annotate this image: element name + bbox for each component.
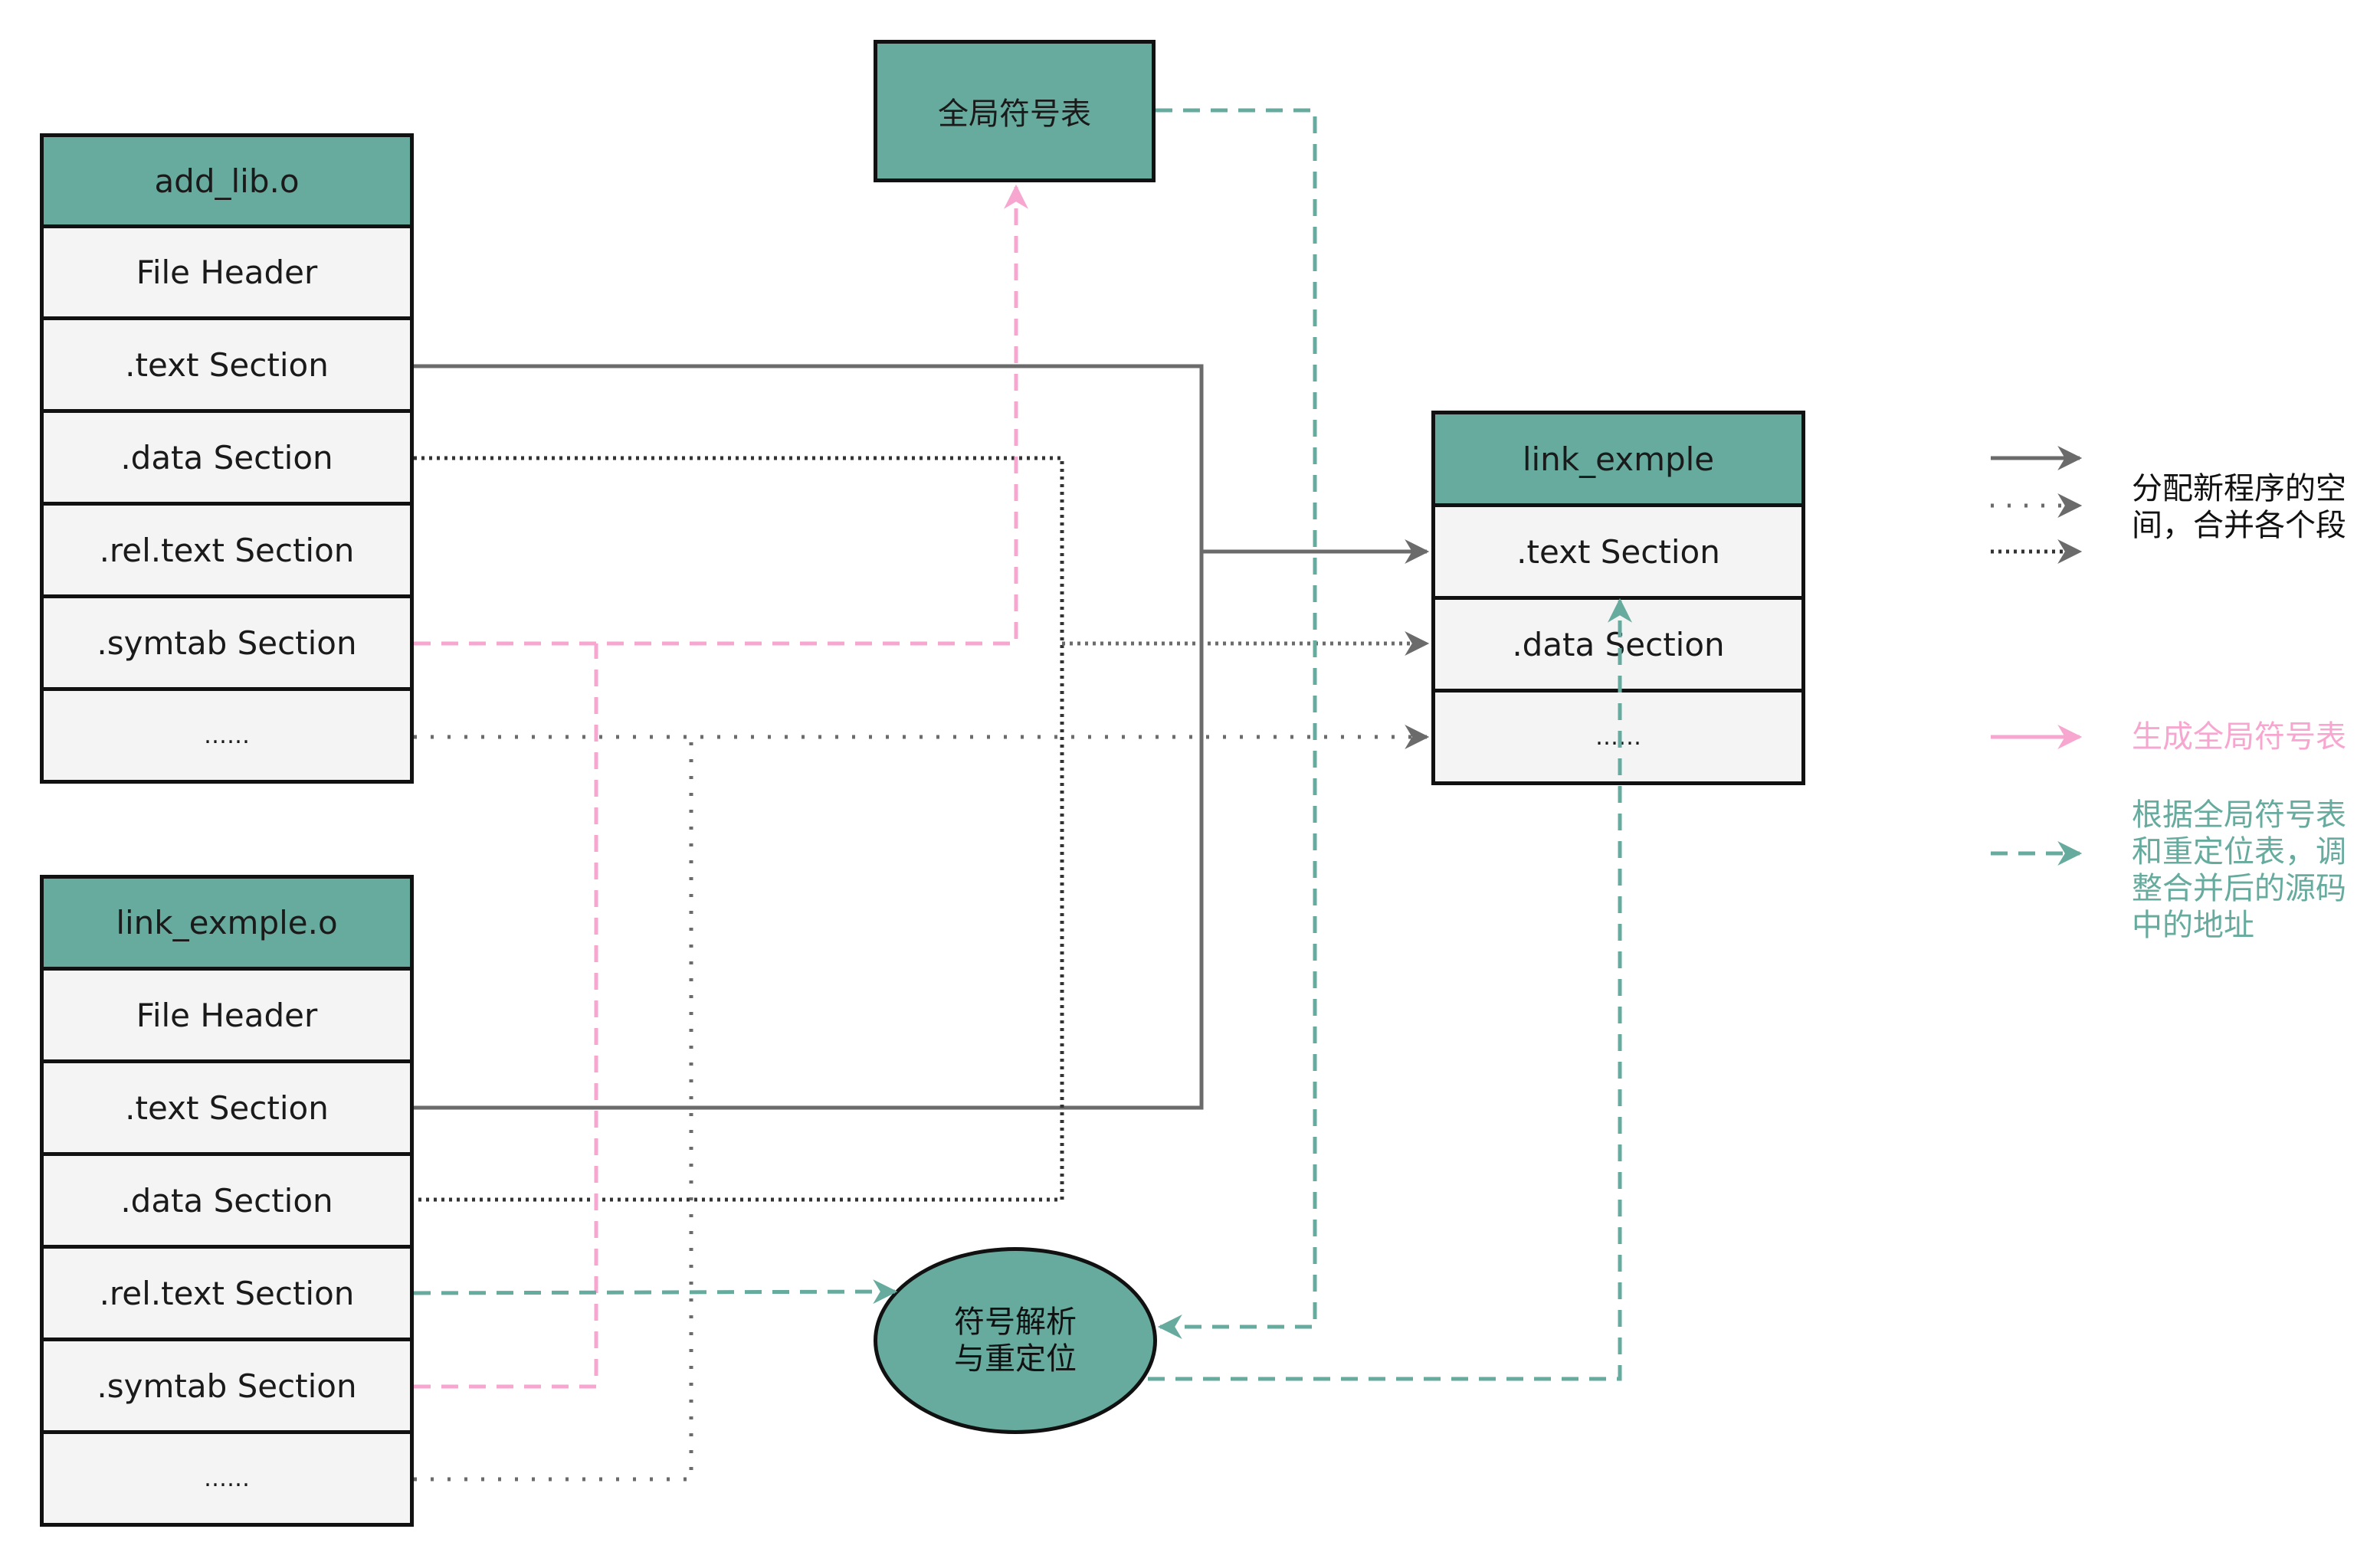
add-lib-file-header: File Header [40,224,414,320]
add-lib-data-section: .data Section [40,409,414,506]
add-lib-symtab-section: .symtab Section [40,594,414,691]
legend-relocate-line-1: 根据全局符号表 [2132,797,2346,833]
legend-merge-text: 分配新程序的空 间，合并各个段 [2132,470,2346,544]
link-exmple-o-more-sections: …… [40,1430,414,1527]
symtab-to-global-arrow [414,184,1028,646]
resolver-line-2: 与重定位 [954,1341,1077,1377]
legend-merge-line-2: 间，合并各个段 [2132,508,2346,543]
symbol-resolution-relocation-node: 符号解析 与重定位 [874,1247,1157,1434]
link-exmple-o-text-section: .text Section [40,1059,414,1156]
other-merge-line [414,737,693,1482]
link-exmple-header: link_exmple [1431,411,1805,507]
add-lib-o-header: add_lib.o [40,133,414,228]
link-exmple-data-section: .data Section [1431,596,1805,693]
add-lib-more-sections: …… [40,687,414,784]
legend-relocate-line-4: 中的地址 [2132,908,2254,943]
global-symbol-table: 全局符号表 [874,40,1156,182]
data-merge-line [414,456,1064,1202]
legend-relocate-text: 根据全局符号表 和重定位表，调 整合并后的源码 中的地址 [2132,797,2346,944]
link-exmple-o-header: link_exmple.o [40,875,414,971]
add-lib-text-section: .text Section [40,316,414,413]
resolver-line-1: 符号解析 [954,1305,1077,1340]
link-exmple-o-rel-text-section: .rel.text Section [40,1245,414,1341]
reltext-to-resolver-arrow [413,1279,898,1305]
global-to-resolver-arrow [1156,108,1317,1339]
legend-relocate-line-3: 整合并后的源码 [2132,871,2346,906]
link-exmple-o-data-section: .data Section [40,1152,414,1249]
legend-relocate-line-2: 和重定位表，调 [2132,834,2346,869]
link-exmple-o-file-header: File Header [40,967,414,1063]
link-exmple-text-section: .text Section [1431,503,1805,600]
symtab2-to-global-line [414,643,598,1389]
link-exmple-o-symtab-section: .symtab Section [40,1338,414,1434]
legend-symbol-text: 生成全局符号表 [2132,719,2346,755]
link-exmple-more-sections: …… [1431,689,1805,785]
add-lib-rel-text-section: .rel.text Section [40,502,414,598]
text-merge-line [414,364,1204,1110]
legend-merge-line-1: 分配新程序的空 [2132,471,2346,506]
